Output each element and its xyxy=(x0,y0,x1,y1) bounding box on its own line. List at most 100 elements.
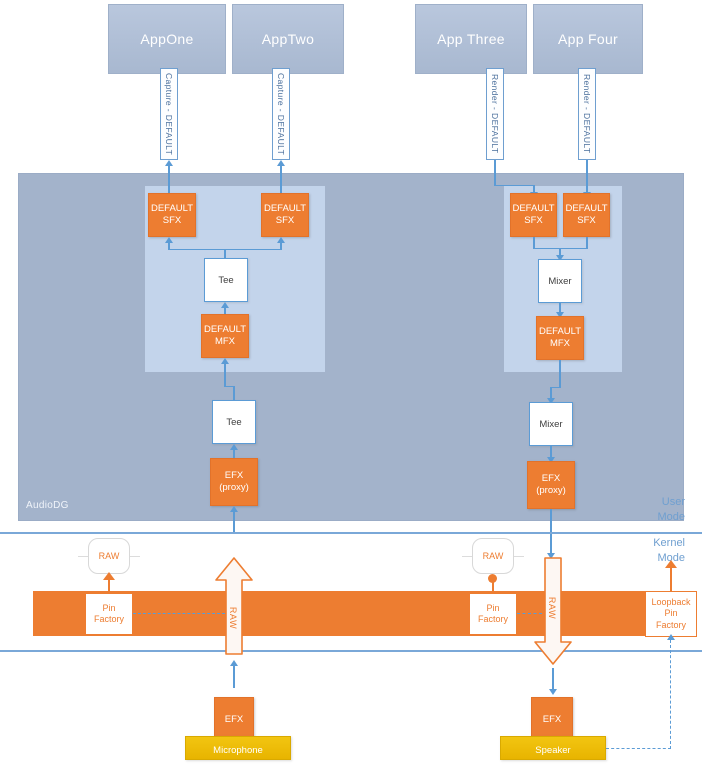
app-three-label: App Three xyxy=(437,31,505,47)
endpoint-label-app-three: Render - DEFAULT xyxy=(490,74,500,154)
loopback-line2: Pin xyxy=(664,608,678,619)
node-default-sfx-render-right[interactable]: DEFAULT SFX xyxy=(563,193,610,237)
speaker-efx-label: EFX xyxy=(542,714,562,726)
tee-outer-label: Tee xyxy=(226,416,242,428)
node-efx-proxy-render[interactable]: EFX (proxy) xyxy=(527,461,575,509)
endpoint-pill-app-three[interactable]: Render - DEFAULT xyxy=(486,68,504,160)
conn-tee-top-stem xyxy=(224,249,226,259)
app-box-app-four[interactable]: App Four xyxy=(533,4,643,74)
sfx-r-left-line2: SFX xyxy=(524,215,543,226)
arrow-up-efx-proxy-capture xyxy=(229,506,238,512)
audiodg-label: AudioDG xyxy=(26,500,69,511)
raw-stream-arrow-capture: RAW xyxy=(215,557,253,655)
node-mixer-outer-render[interactable]: Mixer xyxy=(529,402,573,446)
conn-rawcap-capture-to-pinfactory xyxy=(108,580,110,593)
endpoint-pill-app-four[interactable]: Render - DEFAULT xyxy=(578,68,596,160)
node-tee-outer-capture[interactable]: Tee xyxy=(212,400,256,444)
device-microphone[interactable]: Microphone xyxy=(185,736,291,760)
arrow-up-loopback xyxy=(664,560,677,568)
conn-tee-outer-jog xyxy=(224,386,234,388)
mfx-r-line1: DEFAULT xyxy=(538,326,582,338)
conn-pill-three-jog xyxy=(494,185,534,187)
device-efx-speaker[interactable]: EFX xyxy=(531,697,573,743)
dash-pinfactory-capture-to-stream xyxy=(133,613,225,614)
arrow-up-mfx-capture xyxy=(220,358,229,364)
device-speaker[interactable]: Speaker xyxy=(500,736,606,760)
arrow-up-sfx-left xyxy=(164,237,173,243)
efx-proxy-r-line1: EFX xyxy=(541,473,561,485)
conn-mixer-outer-to-efx xyxy=(550,446,552,458)
kernel-hardware-divider xyxy=(0,650,702,652)
arrow-down-bigarrow-render xyxy=(546,553,555,559)
conn-rawcap-render-to-pinfactory xyxy=(492,580,494,593)
app-two-label: AppTwo xyxy=(261,31,315,47)
sfx-right-line2: SFX xyxy=(275,215,295,226)
node-tee-inner-capture[interactable]: Tee xyxy=(204,258,248,302)
conn-bigarrow-to-efx-proxy xyxy=(233,512,235,534)
raw-stream-render-label: RAW xyxy=(547,597,557,619)
loopback-pin-factory[interactable]: Loopback Pin Factory xyxy=(645,591,697,637)
kernel-mode-label: Kernel Mode xyxy=(600,536,685,566)
microphone-label: Microphone xyxy=(213,745,263,756)
conn-pill-three-down xyxy=(494,160,496,186)
node-efx-proxy-capture[interactable]: EFX (proxy) xyxy=(210,458,258,506)
kernel-mode-line1: Kernel xyxy=(653,537,685,549)
endpoint-pill-app-two[interactable]: Capture - DEFAULT xyxy=(272,68,290,160)
arrow-down-efx-proxy-render xyxy=(546,457,555,463)
conn-sfx-right-to-pill xyxy=(280,166,282,196)
conn-pill-three-into-sfx xyxy=(533,185,535,193)
node-default-sfx-render-left[interactable]: DEFAULT SFX xyxy=(510,193,557,237)
endpoint-label-app-two: Capture - DEFAULT xyxy=(276,72,286,156)
pin-factory-capture-line1: Pin xyxy=(102,602,116,613)
raw-stream-arrow-render: RAW xyxy=(534,557,572,665)
endpoint-label-app-four: Render - DEFAULT xyxy=(582,74,592,154)
sfx-r-right-line1: DEFAULT xyxy=(565,203,608,215)
conn-sfx-r-left-down xyxy=(533,237,535,249)
pin-factory-render[interactable]: Pin Factory xyxy=(469,593,517,635)
app-one-label: AppOne xyxy=(140,31,194,47)
node-default-sfx-capture-left[interactable]: DEFAULT SFX xyxy=(148,193,196,237)
device-efx-microphone[interactable]: EFX xyxy=(214,697,254,743)
endpoint-pill-app-one[interactable]: Capture - DEFAULT xyxy=(160,68,178,160)
arrow-up-sfx-right xyxy=(276,237,285,243)
app-box-app-two[interactable]: AppTwo xyxy=(232,4,344,74)
user-mode-line2: Mode xyxy=(657,510,685,523)
pin-factory-capture[interactable]: Pin Factory xyxy=(85,593,133,635)
user-kernel-divider xyxy=(0,532,702,534)
app-box-app-one[interactable]: AppOne xyxy=(108,4,226,74)
conn-sfx-left-to-pill xyxy=(168,166,170,196)
mfx-cap-line2: MFX xyxy=(214,336,236,347)
mic-efx-label: EFX xyxy=(224,714,244,726)
sfx-left-line2: SFX xyxy=(162,215,182,226)
pin-factory-capture-line2: Factory xyxy=(93,614,124,624)
app-four-label: App Four xyxy=(558,31,618,47)
efx-proxy-cap-line1: EFX xyxy=(224,470,244,482)
conn-tee-outer-up-seg xyxy=(233,386,235,406)
node-default-mfx-capture[interactable]: DEFAULT MFX xyxy=(201,314,249,358)
raw-stream-capture-label: RAW xyxy=(228,607,238,629)
arrow-up-rawcap-capture xyxy=(102,572,115,580)
mfx-r-line2: MFX xyxy=(549,338,571,349)
node-default-mfx-render[interactable]: DEFAULT MFX xyxy=(536,316,584,360)
arrow-down-stream-to-speaker xyxy=(548,689,557,695)
arrow-down-mixer-inner xyxy=(555,255,564,261)
raw-capsule-render: RAW xyxy=(462,538,524,574)
dash-speaker-to-loopback-v xyxy=(670,640,671,749)
node-mixer-inner-render[interactable]: Mixer xyxy=(538,259,582,303)
dash-pinfactory-render-to-stream xyxy=(517,613,542,614)
conn-speaker-efx-down xyxy=(552,668,554,690)
pin-factory-render-line1: Pin xyxy=(486,602,500,613)
conn-mfx-r-down2 xyxy=(550,387,552,401)
app-box-app-three[interactable]: App Three xyxy=(415,4,527,74)
conn-loopback-up xyxy=(670,568,672,592)
mfx-cap-line1: DEFAULT xyxy=(203,324,247,336)
arrow-up-tee-inner xyxy=(220,302,229,308)
conn-tee-split-right xyxy=(280,243,282,250)
raw-capsule-capture-label: RAW xyxy=(98,551,120,561)
efx-proxy-r-line2: (proxy) xyxy=(536,485,566,496)
conn-efx-to-tee-outer xyxy=(233,450,235,460)
arrow-up-tee-outer xyxy=(229,444,238,450)
arrow-up-pill-one xyxy=(164,160,173,166)
node-default-sfx-capture-right[interactable]: DEFAULT SFX xyxy=(261,193,309,237)
loopback-line3: Factory xyxy=(655,619,686,630)
